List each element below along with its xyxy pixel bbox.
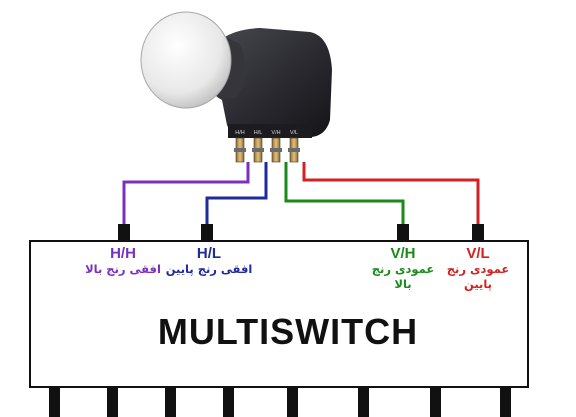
multiswitch-outputs — [49, 387, 511, 417]
input-connector-vh — [397, 224, 409, 242]
lnb-connectors — [234, 137, 300, 163]
multiswitch-inputs — [118, 224, 484, 242]
output-connector — [500, 387, 511, 417]
input-code-vh: V/H — [390, 245, 416, 262]
lnb-device: H/H H/L V/H V/L — [140, 11, 332, 163]
cable-vh-green — [284, 162, 405, 228]
input-label-hl: H/L افقی رنج پایین — [150, 245, 268, 277]
input-connector-vl — [472, 224, 484, 242]
cable-vl-red — [302, 162, 480, 228]
output-connector — [165, 387, 176, 417]
input-connector-hh — [118, 224, 130, 242]
output-connector — [430, 387, 441, 417]
input-desc-vl-line2: پایین — [464, 277, 492, 291]
output-connector — [223, 387, 234, 417]
lnb-port-label-vl: V/L — [290, 130, 298, 136]
lnb-port-strip — [228, 124, 312, 138]
output-connector — [358, 387, 369, 417]
input-code-vl: V/L — [466, 245, 490, 262]
input-desc-hh: افقی رنج بالا — [85, 262, 161, 276]
multiswitch-box — [29, 240, 529, 388]
input-desc-vh-line1: عمودی رنج — [371, 262, 435, 276]
input-code-hl: H/L — [196, 245, 222, 262]
lnb-dish-cap — [140, 11, 232, 109]
output-connector — [107, 387, 118, 417]
input-desc-vh-line2: بالا — [394, 277, 412, 291]
cables — [122, 162, 480, 228]
input-desc-hl: افقی رنج پایین — [165, 262, 253, 276]
input-connector-hl — [201, 224, 213, 242]
input-desc-vl-line1: عمودی رنج — [446, 262, 510, 276]
cable-hl-blue — [205, 162, 268, 228]
cable-hh-purple — [122, 162, 250, 228]
multiswitch-title: MULTISWITCH — [157, 311, 419, 352]
output-connector — [49, 387, 60, 417]
input-code-hh: H/H — [110, 245, 136, 262]
lnb-port-label-vh: V/H — [271, 130, 280, 136]
input-label-vh: V/H عمودی رنج بالا — [350, 245, 456, 292]
lnb-port-label-hl: H/L — [254, 130, 263, 136]
input-label-vl: V/L عمودی رنج پایین — [438, 245, 518, 292]
input-label-hh: H/H افقی رنج بالا — [64, 245, 182, 277]
lnb-port-label-hh: H/H — [235, 130, 245, 136]
output-connector — [287, 387, 298, 417]
